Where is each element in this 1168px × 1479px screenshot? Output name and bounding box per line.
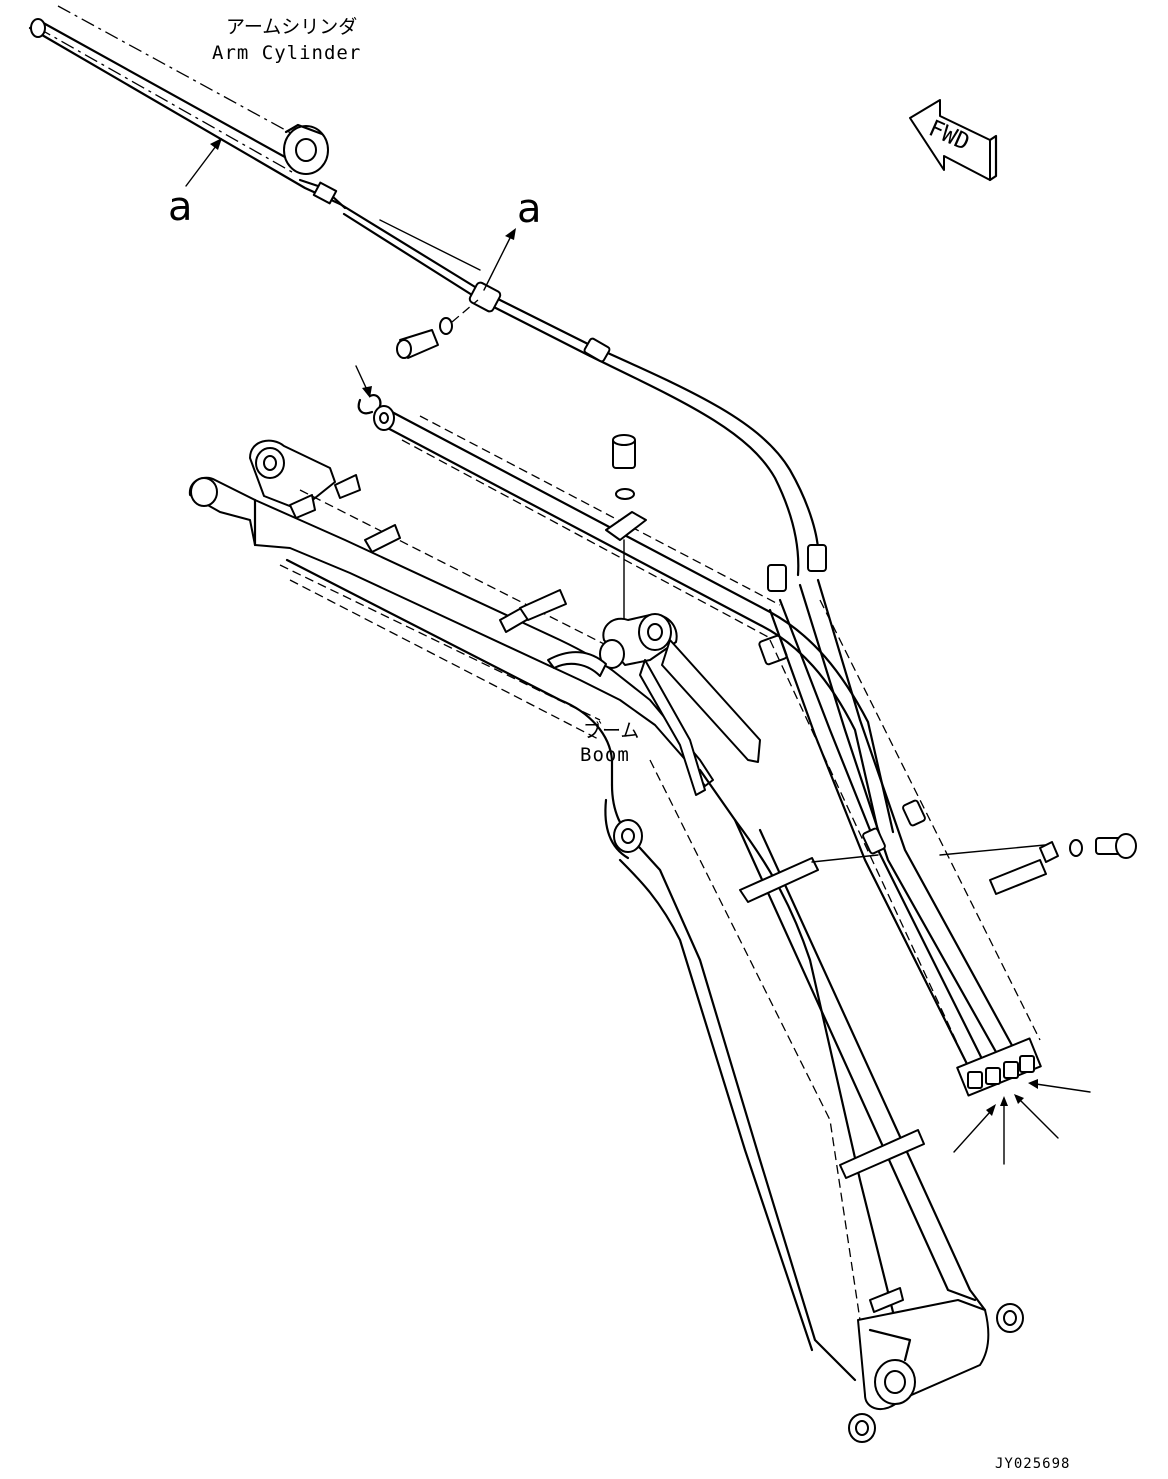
arm-cylinder	[28, 5, 347, 210]
leader-arrows	[953, 1079, 1091, 1165]
bolt-upper	[396, 299, 479, 359]
drawing-code: JY025698	[995, 1456, 1070, 1472]
bolt-center	[605, 434, 647, 653]
fwd-arrow-icon: FWD	[909, 99, 998, 182]
upper-hose	[338, 202, 827, 592]
callout-a-left: a	[168, 138, 222, 230]
arm-cylinder-jp-label: アームシリンダ	[226, 16, 357, 38]
callout-a-left-label: a	[168, 184, 193, 230]
arm-cylinder-en-label: Arm Cylinder	[212, 42, 361, 64]
middle-hose	[373, 405, 895, 842]
clamp-arrow	[355, 365, 382, 415]
boom-jp-label: ブーム	[583, 719, 639, 742]
boom-en-label: Boom	[580, 744, 630, 766]
callout-a-right-label: a	[517, 186, 542, 232]
clamp-bolt-right	[989, 833, 1137, 895]
callout-a-right: a	[483, 186, 542, 291]
boom	[188, 439, 1024, 1443]
right-hoses	[768, 578, 1046, 1097]
